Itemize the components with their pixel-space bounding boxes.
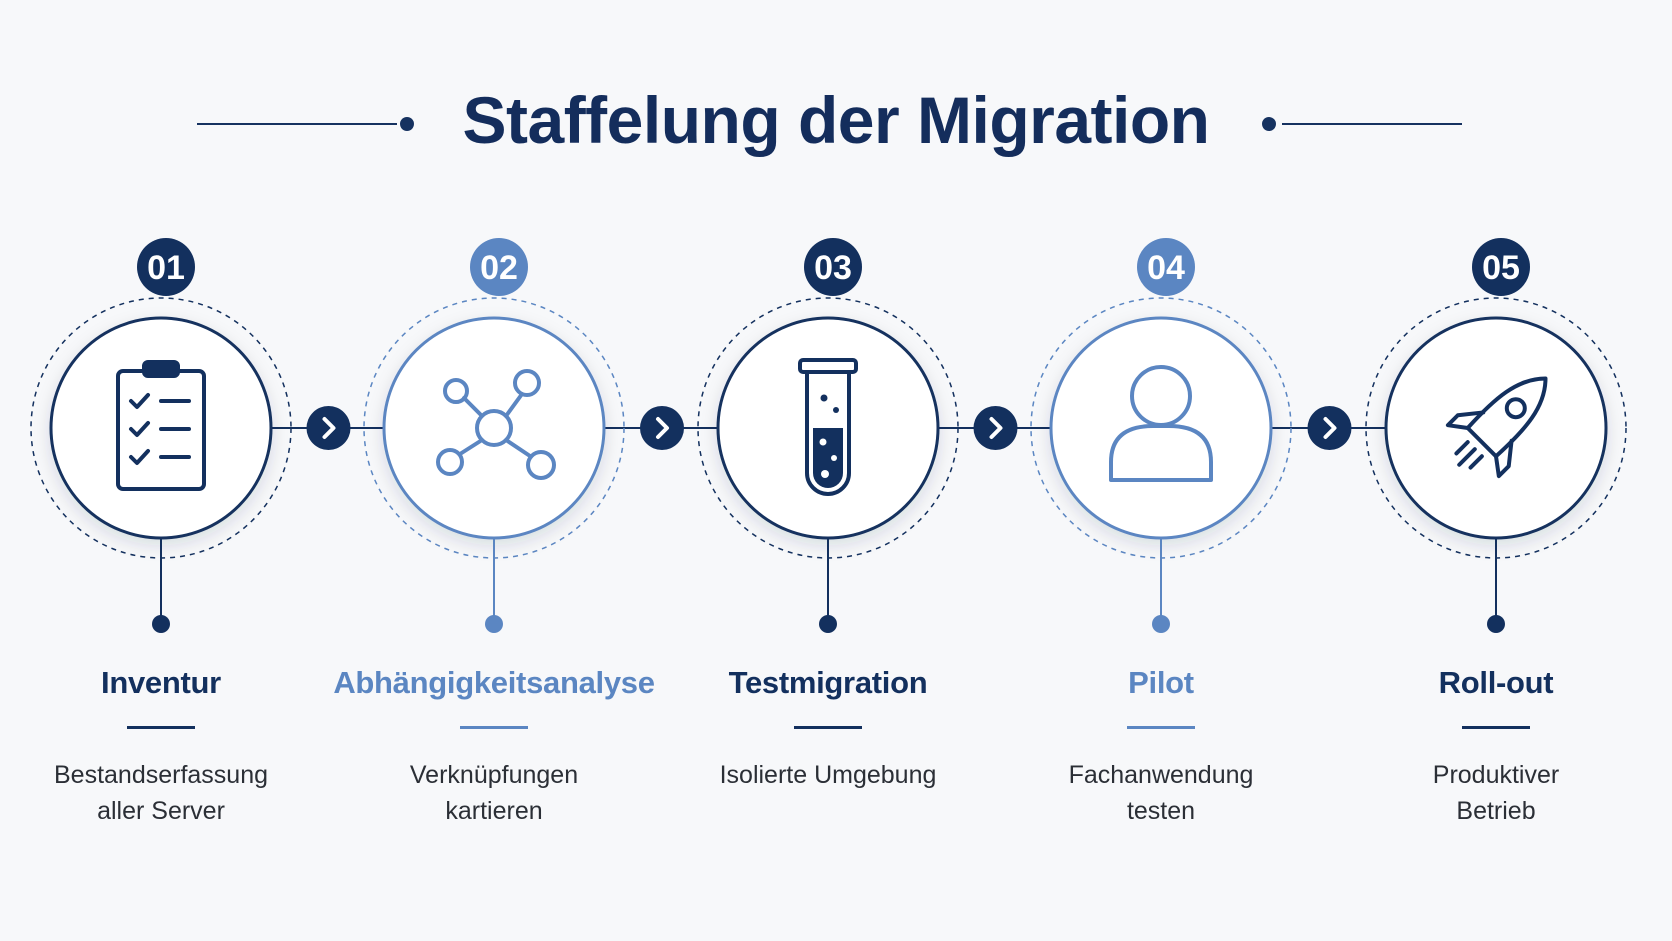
chevron-right-icon bbox=[322, 417, 336, 439]
chevron-right-icon bbox=[1323, 417, 1337, 439]
step-description-line: Fachanwendung bbox=[1068, 761, 1254, 789]
step-underline bbox=[794, 726, 862, 729]
step-underline bbox=[460, 726, 528, 729]
step-number: 03 bbox=[814, 249, 852, 287]
user-icon bbox=[1109, 365, 1213, 482]
rocket-icon bbox=[1445, 376, 1548, 479]
chevron-right-icon bbox=[306, 406, 351, 450]
step-underline bbox=[127, 726, 195, 729]
step-number-badge bbox=[1137, 238, 1195, 296]
connector-badge bbox=[640, 406, 684, 450]
step-title: Inventur bbox=[101, 665, 221, 700]
connector-badge bbox=[973, 406, 1018, 450]
step-number: 02 bbox=[480, 249, 518, 287]
step-stem-dot bbox=[1152, 615, 1170, 633]
step-stem-dot bbox=[1487, 615, 1505, 633]
step-number: 05 bbox=[1482, 249, 1520, 287]
step-description: Bestandserfassung aller Server bbox=[1, 757, 321, 829]
step-number: 01 bbox=[147, 249, 185, 287]
step-number-badge bbox=[804, 238, 862, 296]
step-description-line: Produktiver bbox=[1432, 761, 1560, 789]
step-number: 04 bbox=[1147, 249, 1185, 287]
title-left-dot bbox=[400, 117, 414, 131]
step-description: Isolierte Umgebung bbox=[668, 757, 988, 793]
step-05: 05 bbox=[1365, 238, 1627, 633]
step-description-line: Bestandserfassung bbox=[53, 761, 269, 789]
step-title: Roll-out bbox=[1438, 665, 1554, 700]
title-left-line bbox=[197, 123, 397, 125]
title-bar: Staffelung der Migration bbox=[0, 70, 1672, 180]
step-circle bbox=[382, 316, 606, 540]
step-description-line: Verknüpfungen bbox=[409, 761, 579, 789]
step-number-badge bbox=[1472, 238, 1530, 296]
connector-badge bbox=[1307, 406, 1352, 450]
step-02: 02 bbox=[363, 238, 625, 633]
step-title: Testmigration bbox=[728, 665, 928, 700]
chevron-right-icon bbox=[973, 406, 1018, 450]
step-description-line: kartieren bbox=[445, 797, 543, 825]
step-stem-dot bbox=[152, 615, 170, 633]
step-circle bbox=[1384, 316, 1608, 540]
step-title: Abhängigkeitsanalyse bbox=[333, 665, 655, 700]
chevron-right-icon bbox=[656, 417, 669, 439]
step-stem-dot bbox=[819, 615, 837, 633]
step-title: Pilot bbox=[1128, 665, 1194, 700]
step-description-line: aller Server bbox=[97, 797, 225, 825]
step-underline bbox=[1127, 726, 1195, 729]
title-right-dot bbox=[1262, 117, 1276, 131]
step-04: 04 bbox=[1030, 238, 1292, 633]
clipboard-checklist-icon bbox=[116, 360, 206, 491]
step-number-badge bbox=[470, 238, 528, 296]
step-description: Verknüpfungen kartieren bbox=[334, 757, 654, 829]
step-stem-dot bbox=[485, 615, 503, 633]
step-underline bbox=[1462, 726, 1530, 729]
connector-badge bbox=[306, 406, 351, 450]
step-description-line: Betrieb bbox=[1456, 797, 1536, 825]
step-description: Fachanwendung testen bbox=[1001, 757, 1321, 829]
step-03: 03 bbox=[697, 238, 959, 633]
step-description-line: Isolierte Umgebung bbox=[719, 761, 937, 789]
chevron-right-icon bbox=[640, 406, 684, 450]
network-nodes-icon bbox=[436, 369, 556, 480]
chevron-right-icon bbox=[1307, 406, 1352, 450]
step-01: 01 bbox=[30, 238, 292, 633]
test-tube-icon bbox=[798, 358, 858, 496]
step-description-line: testen bbox=[1126, 797, 1196, 825]
chevron-right-icon bbox=[989, 417, 1003, 439]
title-right-line bbox=[1282, 123, 1462, 125]
step-number-badge bbox=[137, 238, 195, 296]
page-title: Staffelung der Migration bbox=[462, 83, 1211, 157]
